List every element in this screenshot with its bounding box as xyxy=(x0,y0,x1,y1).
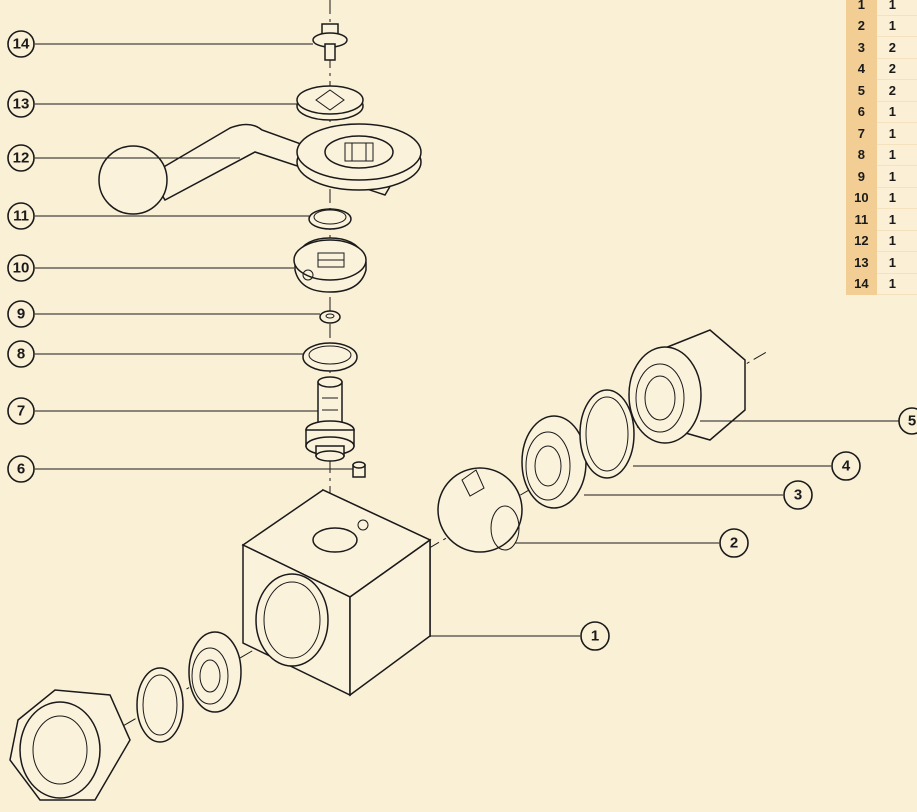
svg-text:13: 13 xyxy=(13,96,30,113)
part-number-cell: 1 xyxy=(846,0,877,15)
part-6-screw xyxy=(352,461,366,478)
part-quantity-cell: 1 xyxy=(876,165,917,188)
part-11-ring xyxy=(308,208,352,230)
part-8-ring xyxy=(302,342,358,372)
svg-text:2: 2 xyxy=(730,535,738,552)
part-number-cell: 12 xyxy=(846,230,877,252)
svg-text:10: 10 xyxy=(13,260,30,277)
svg-text:4: 4 xyxy=(842,458,851,475)
callout-4: 4 xyxy=(831,451,861,481)
part-quantity-cell: 1 xyxy=(876,230,917,252)
part-quantity-cell: 2 xyxy=(876,79,917,102)
part-7-stem xyxy=(305,376,355,462)
part-quantity-cell: 1 xyxy=(876,0,917,16)
svg-text:14: 14 xyxy=(13,36,30,53)
svg-text:9: 9 xyxy=(17,306,25,323)
part-number-cell: 6 xyxy=(846,101,877,123)
leader-lines xyxy=(35,43,899,637)
part-number-cell: 3 xyxy=(846,36,877,58)
callout-1: 1 xyxy=(580,621,610,651)
part-13-disc xyxy=(296,85,364,121)
part-1-body xyxy=(241,488,432,697)
part-5-nut xyxy=(628,329,746,444)
left-seat xyxy=(188,631,242,713)
part-number-cell: 11 xyxy=(846,208,877,230)
part-4-ring xyxy=(579,389,635,479)
callout-8: 8 xyxy=(7,340,35,368)
svg-text:8: 8 xyxy=(17,346,25,363)
svg-text:1: 1 xyxy=(591,628,599,645)
part-9-washer xyxy=(319,310,341,324)
svg-text:5: 5 xyxy=(908,413,916,430)
svg-text:7: 7 xyxy=(17,403,25,420)
callout-10: 10 xyxy=(7,254,35,282)
part-quantity-cell: 1 xyxy=(876,251,917,274)
callout-9: 9 xyxy=(7,300,35,328)
part-number-cell: 5 xyxy=(846,79,877,101)
callout-3: 3 xyxy=(783,480,813,510)
part-quantity-cell: 1 xyxy=(876,208,917,231)
callout-14: 14 xyxy=(7,30,35,58)
svg-text:3: 3 xyxy=(794,487,802,504)
part-number-cell: 14 xyxy=(846,273,877,295)
part-number-cell: 9 xyxy=(846,165,877,187)
callout-13: 13 xyxy=(7,90,35,118)
part-3-seat xyxy=(521,415,587,509)
callouts: 14 13 12 11 10 9 8 7 xyxy=(7,30,917,651)
part-number-cell: 13 xyxy=(846,251,877,273)
callout-11: 11 xyxy=(7,202,35,230)
part-quantity-cell: 1 xyxy=(876,273,917,295)
callout-5: 5 xyxy=(898,407,917,435)
part-12-handle xyxy=(98,123,422,215)
part-quantity-cell: 1 xyxy=(876,187,917,209)
part-quantity-cell: 1 xyxy=(876,122,917,145)
part-2-ball xyxy=(437,467,523,553)
part-quantity-cell: 2 xyxy=(876,58,917,80)
part-number-cell: 10 xyxy=(846,187,877,209)
part-number-cell: 8 xyxy=(846,144,877,166)
part-number-cell: 7 xyxy=(846,122,877,144)
callout-2: 2 xyxy=(719,528,749,558)
part-number-cell: 4 xyxy=(846,58,877,80)
part-quantity-cell: 1 xyxy=(876,15,917,37)
part-quantity-cell: 2 xyxy=(876,36,917,59)
part-number-cell: 2 xyxy=(846,15,877,37)
part-14-bolt xyxy=(312,23,348,61)
callout-12: 12 xyxy=(7,144,35,172)
left-nut xyxy=(9,689,131,801)
svg-text:12: 12 xyxy=(13,150,30,167)
svg-text:6: 6 xyxy=(17,461,25,478)
callout-7: 7 xyxy=(7,397,35,425)
part-10-stop-plate xyxy=(293,237,367,293)
part-quantity-cell: 1 xyxy=(876,144,917,166)
part-quantity-cell: 1 xyxy=(876,101,917,123)
svg-text:11: 11 xyxy=(13,208,29,225)
callout-6: 6 xyxy=(7,455,35,483)
left-ring xyxy=(136,667,184,743)
